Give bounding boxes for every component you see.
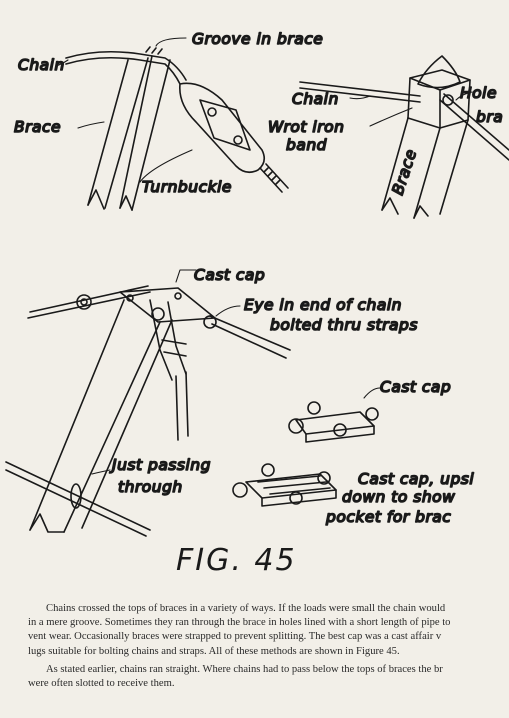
label-just-passing: Just passing	[109, 456, 211, 474]
cast-cap-upside-drawing	[232, 463, 337, 507]
label-chain-top: Chain	[18, 56, 65, 74]
iron-band-drawing	[299, 55, 509, 219]
caption-paragraph-2: As stated earlier, chains ran straight. …	[28, 663, 503, 691]
label-cast-cap-mid: Cast cap	[380, 378, 451, 396]
label-wrot-iron: Wrot iron	[268, 118, 344, 136]
label-turnbuckle: Turnbuckle	[142, 178, 232, 196]
label-eye-line1: Eye in end of chain	[244, 296, 402, 314]
label-chain-right: Chain	[292, 90, 339, 108]
cast-cap-brace-drawing	[5, 269, 291, 537]
label-brace: Brace	[14, 118, 61, 136]
label-cast-cap-top: Cast cap	[194, 266, 265, 284]
caption-paragraph-1: Chains crossed the tops of braces in a v…	[28, 602, 503, 659]
label-eye-line2: bolted thru straps	[270, 316, 418, 334]
cast-cap-drawing	[288, 387, 381, 443]
figure-45-illustration: Chain Groove in brace Brace Turnbuckle C…	[5, 29, 509, 578]
label-hole-brace: bra	[476, 108, 503, 126]
label-groove: Groove in brace	[192, 30, 323, 48]
label-upside-line2: down to show	[342, 488, 455, 506]
label-upside-line1: Cast cap, upsi	[358, 470, 474, 488]
paragraph-1-text: Chains crossed the tops of braces in a v…	[28, 603, 451, 657]
label-hole: Hole	[460, 84, 497, 102]
paragraph-2-text: As stated earlier, chains ran straight. …	[28, 664, 443, 690]
label-upside-line3: pocket for brac	[325, 508, 451, 526]
label-through: through	[118, 478, 183, 496]
figure-label: FIG. 45	[176, 543, 297, 578]
turnbuckle-drawing	[55, 37, 289, 211]
label-band: band	[286, 136, 327, 154]
